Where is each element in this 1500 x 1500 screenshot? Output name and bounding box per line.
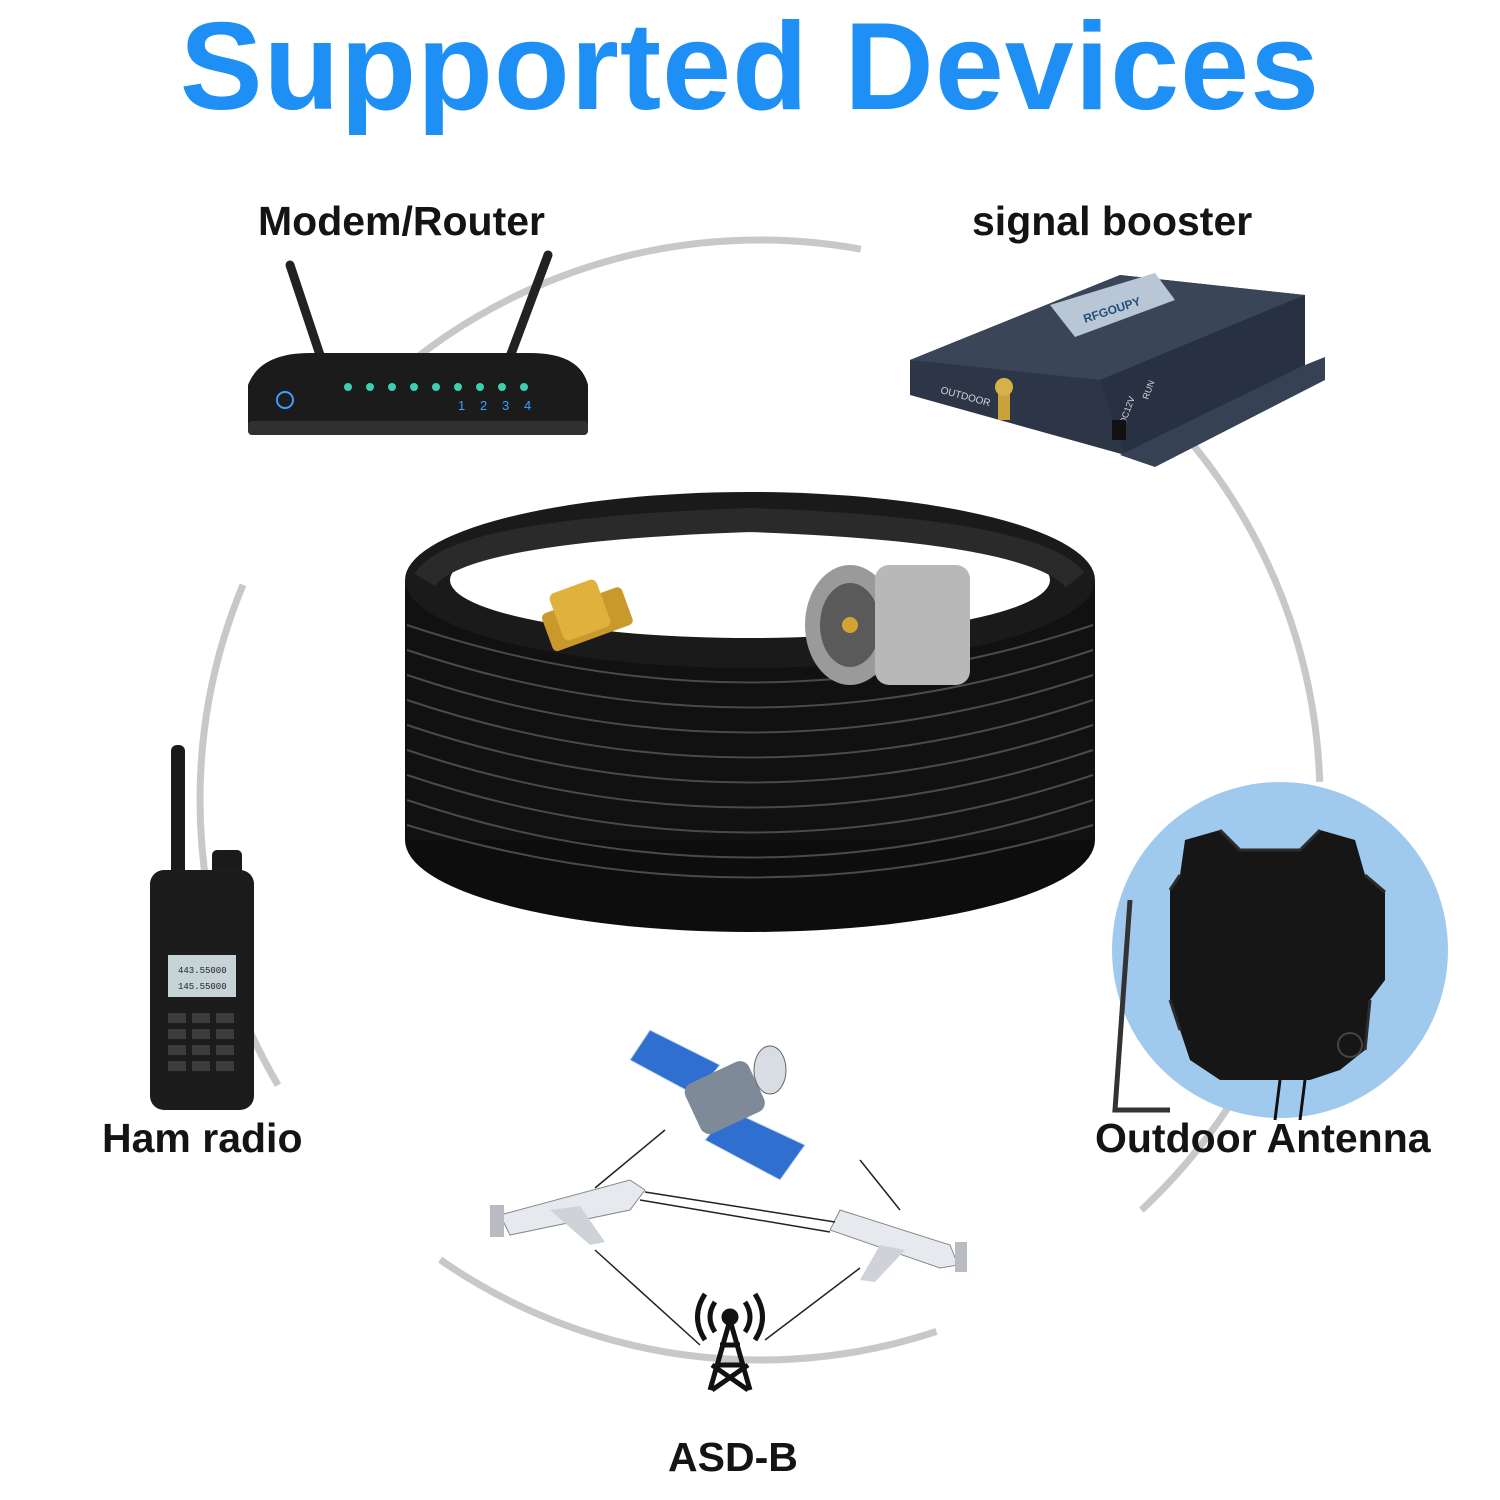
adsb-label: ASD-B bbox=[668, 1434, 798, 1480]
router-image: 1 2 3 4 bbox=[248, 250, 588, 435]
ham-radio-label: Ham radio bbox=[102, 1115, 303, 1161]
outdoor-antenna-image bbox=[1112, 782, 1448, 1121]
signal-booster-image: RFGOUPY OUTDOOR RUN DC12V bbox=[910, 273, 1325, 467]
page-title: Supported Devices bbox=[179, 0, 1321, 136]
airplane-right-icon bbox=[829, 1209, 967, 1282]
ham-freq-b: 145.55000 bbox=[178, 982, 227, 992]
n-type-connector bbox=[805, 565, 970, 685]
radio-tower-icon bbox=[695, 1292, 765, 1393]
sma-connector bbox=[541, 579, 633, 652]
adsb-scene bbox=[490, 1029, 967, 1393]
router-port-4: 4 bbox=[524, 398, 531, 413]
ham-radio-image: 443.55000 145.55000 bbox=[150, 745, 254, 1110]
router-port-2: 2 bbox=[480, 398, 487, 413]
airplane-left-icon bbox=[490, 1179, 646, 1245]
satellite-icon bbox=[629, 1029, 806, 1181]
coaxial-cable-image bbox=[405, 492, 1095, 932]
antenna-label: Outdoor Antenna bbox=[1095, 1115, 1431, 1161]
router-port-3: 3 bbox=[502, 398, 509, 413]
router-port-1: 1 bbox=[458, 398, 465, 413]
router-label: Modem/Router bbox=[258, 198, 545, 244]
ham-freq-a: 443.55000 bbox=[178, 966, 227, 976]
booster-label: signal booster bbox=[972, 198, 1253, 244]
